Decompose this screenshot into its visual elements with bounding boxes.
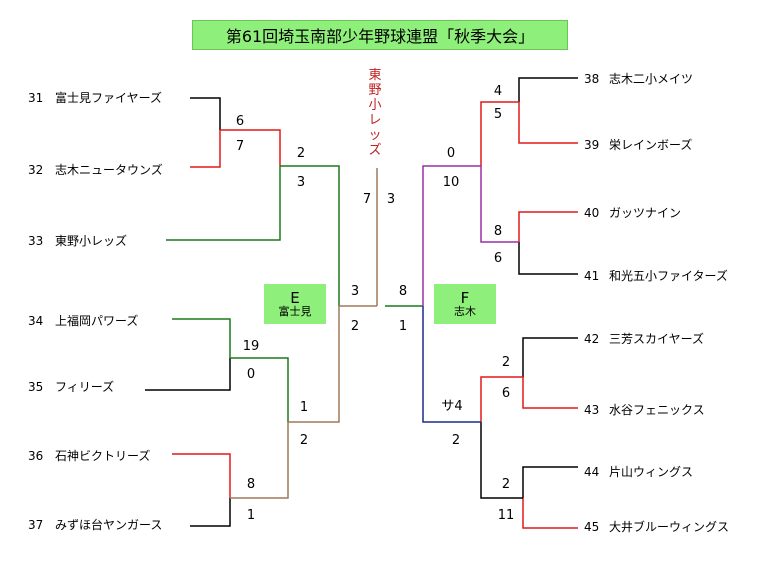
team-number: 42 xyxy=(584,332,599,346)
team-name: フィリーズ xyxy=(55,379,114,394)
bracket-line-m7 xyxy=(480,376,523,422)
score-label: 11 xyxy=(498,508,515,523)
score-label: 1 xyxy=(399,319,407,334)
score-label: 3 xyxy=(351,284,359,299)
bracket-line-39 xyxy=(518,102,578,144)
bracket-line-35 xyxy=(145,358,231,391)
team-name: ガッツナイン xyxy=(609,206,681,220)
score-label: 10 xyxy=(443,175,460,190)
champion-name: 東野小レッズ xyxy=(368,67,381,158)
bracket-line-m4 xyxy=(230,422,289,499)
block-e-venue: 富士見 xyxy=(278,305,312,319)
bracket-line-37 xyxy=(190,498,231,527)
bracket-line-m6 xyxy=(480,166,519,243)
team-name: 石神ビクトリーズ xyxy=(55,448,150,463)
team-name: 栄レインボーズ xyxy=(609,137,692,152)
bracket-line-31 xyxy=(190,97,221,130)
score-label: 19 xyxy=(243,339,260,354)
bracket-line-33 xyxy=(166,166,281,241)
score-label: 1 xyxy=(300,400,308,415)
score-label: 6 xyxy=(236,114,244,129)
score-label: 8 xyxy=(399,284,407,299)
block-e-box: E 富士見 xyxy=(264,284,326,324)
score-label: 0 xyxy=(247,367,255,382)
bracket-line-f1 xyxy=(422,165,481,306)
team-number: 44 xyxy=(584,465,599,479)
team-number: 39 xyxy=(584,138,599,152)
bracket-line-m1 xyxy=(220,129,281,166)
bracket-line-43 xyxy=(522,377,578,409)
score-label: 2 xyxy=(502,355,510,370)
team-name: 和光五小ファイターズ xyxy=(609,268,728,283)
score-label: 4 xyxy=(494,84,502,99)
team-number: 45 xyxy=(584,520,599,534)
score-label: 8 xyxy=(494,224,502,239)
bracket-line-w2 xyxy=(288,306,340,423)
score-label: 2 xyxy=(502,477,510,492)
team-name: みずほ台ヤンガース xyxy=(55,517,162,532)
bracket-line-w1 xyxy=(280,165,340,306)
score-label: 6 xyxy=(494,251,502,266)
team-number: 38 xyxy=(584,72,599,86)
score-label: サ4 xyxy=(441,399,462,414)
team-number: 41 xyxy=(584,269,599,283)
team-name: 大井ブルーウィングス xyxy=(609,519,729,534)
score-label: 2 xyxy=(297,146,305,161)
bracket-line-41 xyxy=(518,242,578,275)
block-f-label: F xyxy=(460,288,470,307)
page-title: 第61回埼玉南部少年野球連盟「秋季大会」 xyxy=(192,20,568,50)
bracket-line-44 xyxy=(522,466,578,498)
score-label: 7 xyxy=(363,192,371,207)
team-number: 31 xyxy=(28,91,43,105)
score-label: 2 xyxy=(452,433,460,448)
bracket-line-40 xyxy=(518,211,578,242)
bracket-line-32 xyxy=(190,130,221,168)
score-label: 1 xyxy=(247,508,255,523)
score-label: 2 xyxy=(300,433,308,448)
score-label: 3 xyxy=(297,175,305,190)
team-name: 富士見ファイヤーズ xyxy=(55,90,162,105)
bracket-line-38 xyxy=(518,77,578,102)
bracket-line-34 xyxy=(172,318,231,358)
team-number: 33 xyxy=(28,234,43,248)
bracket-line-m3 xyxy=(230,357,289,422)
score-label: 3 xyxy=(387,192,395,207)
team-number: 35 xyxy=(28,380,43,394)
team-number: 40 xyxy=(584,206,599,220)
team-number: 37 xyxy=(28,518,43,532)
team-name: 上福岡パワーズ xyxy=(55,313,138,328)
team-number: 32 xyxy=(28,163,43,177)
score-label: 0 xyxy=(447,146,455,161)
team-number: 34 xyxy=(28,314,43,328)
block-f-box: F 志木 xyxy=(434,284,496,324)
bracket-line-m8 xyxy=(480,422,523,499)
score-label: 2 xyxy=(351,319,359,334)
team-number: 36 xyxy=(28,449,43,463)
score-label: 6 xyxy=(502,386,510,401)
team-number: 43 xyxy=(584,403,599,417)
score-label: 7 xyxy=(236,139,244,154)
team-name: 東野小レッズ xyxy=(55,233,127,248)
team-name: 片山ウィングス xyxy=(609,465,693,479)
team-name: 水谷フェニックス xyxy=(609,403,705,417)
team-name: 志木二小メイツ xyxy=(609,72,693,86)
block-f-venue: 志木 xyxy=(454,305,476,319)
bracket-line-36 xyxy=(172,453,231,498)
bracket-line-42 xyxy=(522,337,578,377)
score-label: 8 xyxy=(247,477,255,492)
bracket-line-m5 xyxy=(480,101,519,166)
bracket-line-f2 xyxy=(422,306,481,423)
bracket-line-45 xyxy=(522,498,578,529)
block-e-label: E xyxy=(290,288,300,307)
score-label: 5 xyxy=(494,107,502,122)
team-name: 三芳スカイヤーズ xyxy=(609,331,704,346)
team-name: 志木ニュータウンズ xyxy=(55,162,163,177)
